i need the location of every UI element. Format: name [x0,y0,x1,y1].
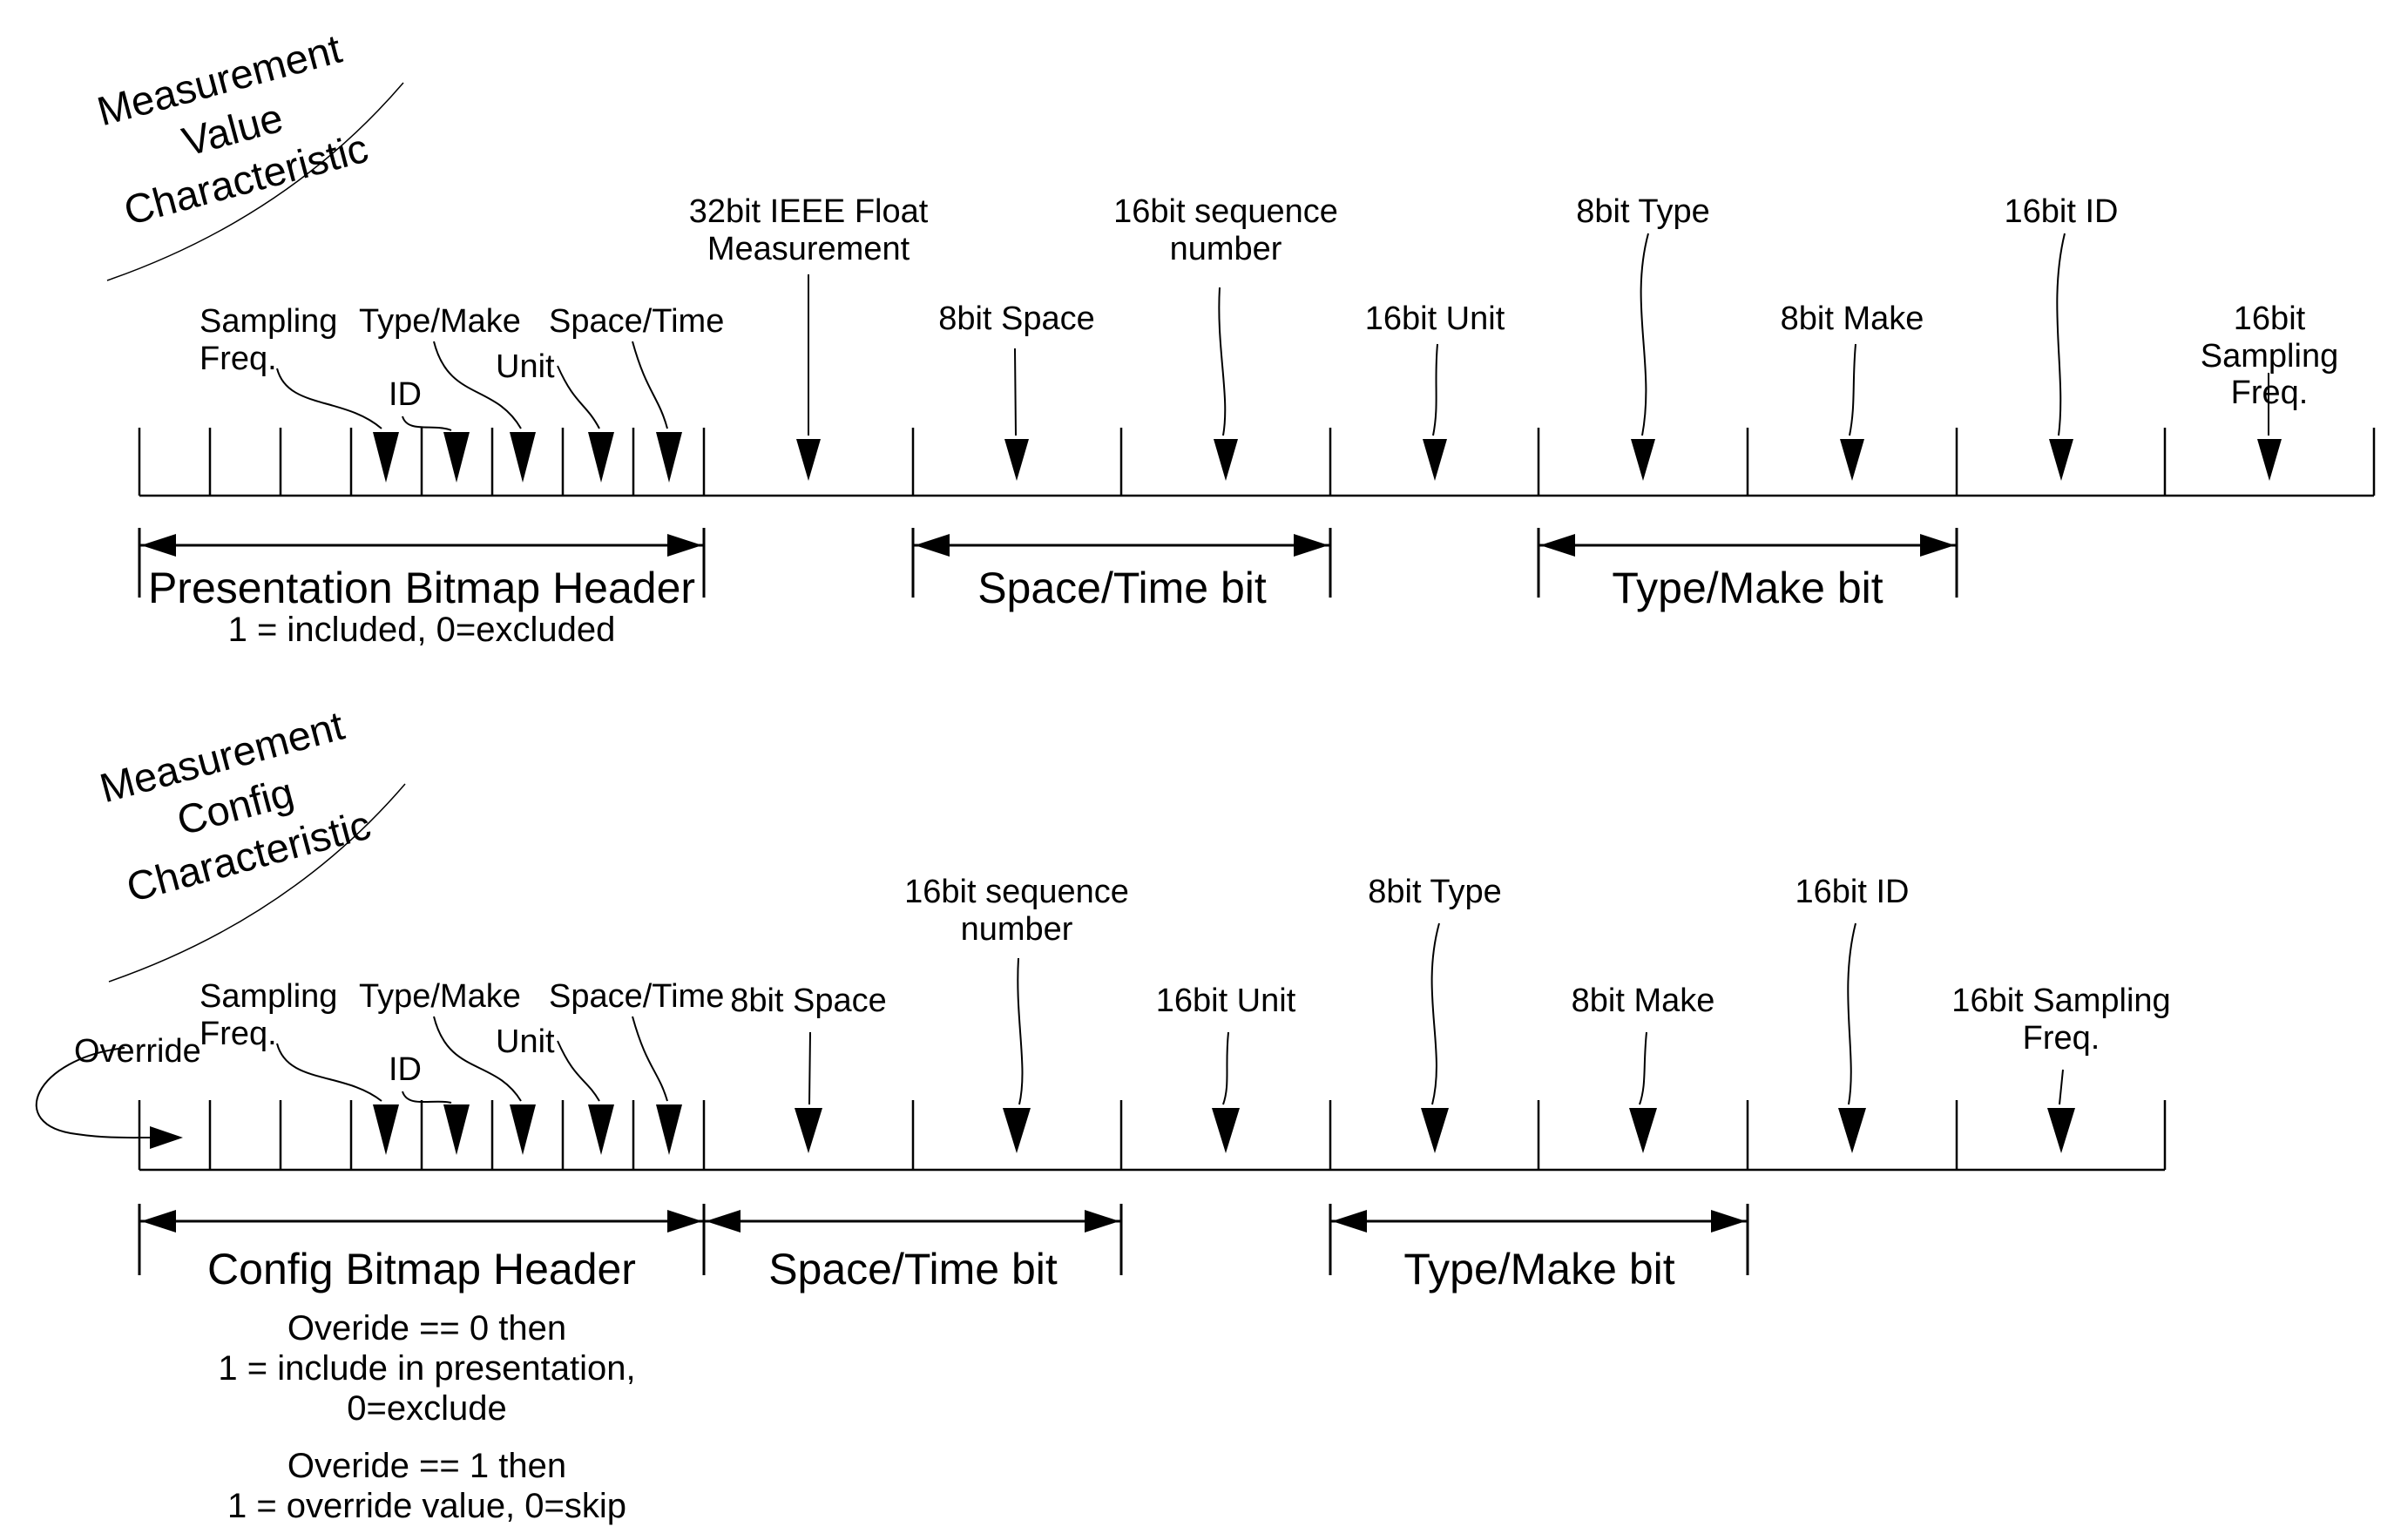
config-bitmap-header-label: Config Bitmap Header [207,1245,636,1293]
value-field-float: 32bit IEEE Float Measurement [688,193,929,267]
config-dimension-lines [138,1204,1749,1275]
config-bit-label-unit: Unit [496,1023,555,1060]
config-field-id: 16bit ID [1795,874,1910,910]
value-bit-label-id: ID [389,376,422,413]
value-header-note: 1 = included, 0=excluded [227,611,616,649]
config-field-sequence: 16bit sequence number [904,874,1129,948]
config-field-sampling: 16bit Sampling Freq. [1951,983,2171,1057]
value-field-unit: 16bit Unit [1364,301,1505,337]
value-field-sampling: 16bit Sampling Freq. [2200,301,2339,412]
value-type-make-bit-label: Type/Make bit [1612,564,1883,612]
override-note-line: 1 = include in presentation, [218,1349,636,1388]
override-note-line: Overide == 0 then [287,1309,567,1348]
config-space-time-bit-label: Space/Time bit [768,1245,1058,1293]
value-bit-label-unit: Unit [496,348,555,385]
config-title-arc [108,783,406,983]
value-bit-label-space-time: Space/Time [549,303,725,340]
config-override-notes-case0: Overide == 0 then 1 = include in present… [218,1308,635,1429]
value-field-type: 8bit Type [1576,193,1710,230]
override-note-line: Overide == 1 then [287,1447,567,1485]
config-field-make: 8bit Make [1571,983,1715,1019]
value-field-pointer-arrows [373,432,2282,483]
config-bit-label-space-time: Space/Time [549,978,725,1015]
value-field-id: 16bit ID [2004,193,2119,230]
value-leader-lines [276,233,2269,436]
config-override-label: Override [74,1033,201,1070]
config-bit-row-grid [138,1100,2167,1172]
config-override-notes-case1: Overide == 1 then 1 = override value, 0=… [227,1446,626,1526]
config-field-pointer-arrows [373,1104,2075,1155]
value-bit-label-sampling-freq: Sampling Freq. [200,303,338,377]
config-field-type: 8bit Type [1368,874,1502,910]
value-space-time-bit-label: Space/Time bit [977,564,1267,612]
config-bit-label-id: ID [389,1051,422,1088]
override-note-line: 0=exclude [347,1389,507,1428]
value-field-space: 8bit Space [938,301,1095,337]
config-field-unit: 16bit Unit [1155,983,1296,1019]
config-bit-label-type-make: Type/Make [359,978,521,1015]
config-field-space: 8bit Space [730,983,887,1019]
value-presentation-bitmap-header-label: Presentation Bitmap Header [147,564,696,612]
value-bit-row-grid [138,428,2376,497]
value-dimension-lines [138,528,1958,598]
value-bit-label-type-make: Type/Make [359,303,521,340]
override-note-line: 1 = override value, 0=skip [227,1487,627,1525]
value-title-arc [106,82,404,281]
override-pointer-arrow [36,1047,183,1149]
config-bit-label-sampling-freq: Sampling Freq. [200,978,338,1052]
config-leader-lines [276,922,2064,1105]
value-field-sequence: 16bit sequence number [1113,193,1338,267]
value-field-make: 8bit Make [1780,301,1924,337]
config-type-make-bit-label: Type/Make bit [1403,1245,1675,1293]
